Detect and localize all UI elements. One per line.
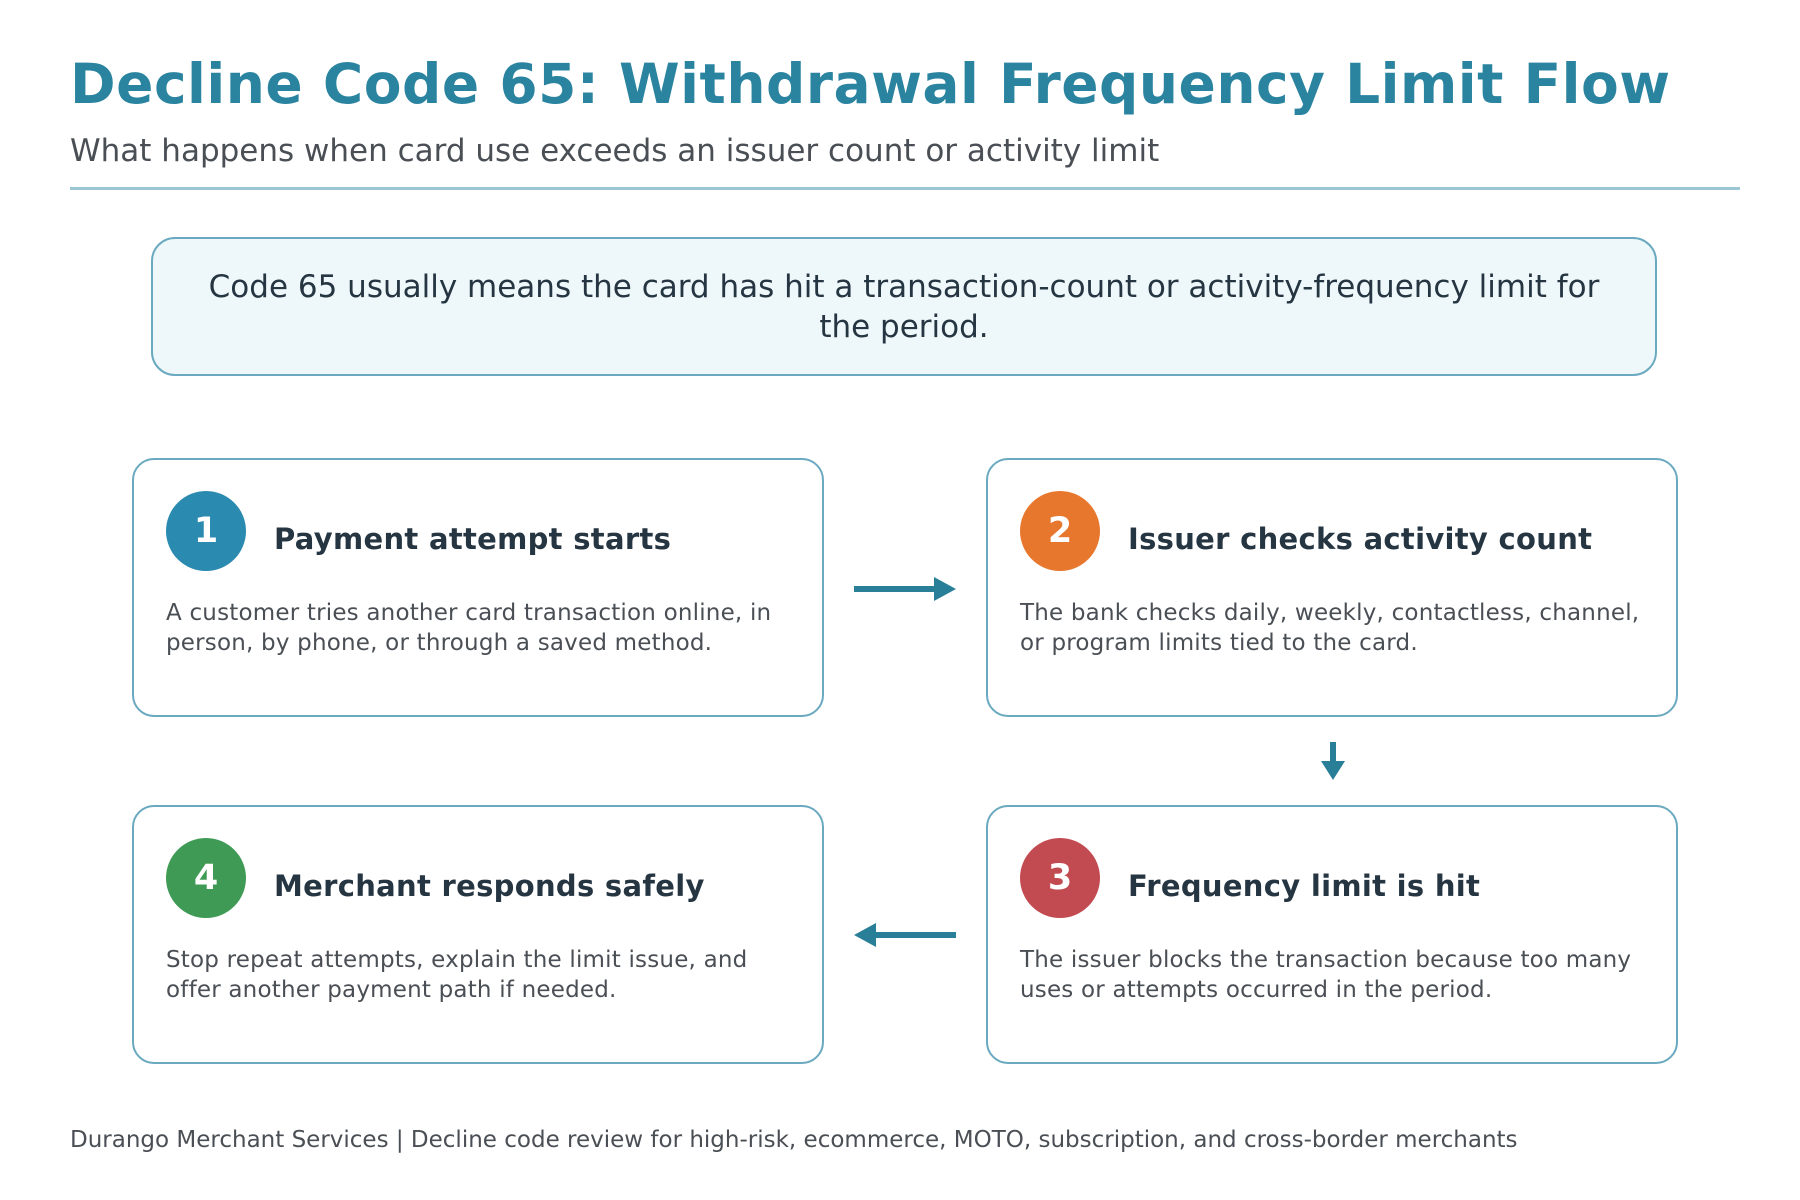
step-title: Frequency limit is hit — [1128, 869, 1481, 903]
page-subtitle: What happens when card use exceeds an is… — [70, 133, 1160, 169]
step-description: The issuer blocks the transaction becaus… — [1020, 947, 1632, 1003]
summary-callout: Code 65 usually means the card has hit a… — [151, 237, 1657, 376]
step-card-3: 3 Frequency limit is hit The issuer bloc… — [986, 805, 1678, 1064]
page-title: Decline Code 65: Withdrawal Frequency Li… — [70, 52, 1671, 116]
step-description: Stop repeat attempts, explain the limit … — [166, 947, 748, 1003]
arrow-right-icon — [854, 577, 956, 601]
step-card-2: 2 Issuer checks activity count The bank … — [986, 458, 1678, 717]
step-description: The bank checks daily, weekly, contactle… — [1020, 600, 1640, 656]
step-number-badge: 3 — [1020, 838, 1100, 918]
arrow-left-icon — [854, 923, 956, 947]
step-card-4: 4 Merchant responds safely Stop repeat a… — [132, 805, 824, 1064]
step-description: A customer tries another card transactio… — [166, 600, 772, 656]
step-number-badge: 4 — [166, 838, 246, 918]
step-title: Payment attempt starts — [274, 522, 672, 556]
step-title: Merchant responds safely — [274, 869, 705, 903]
step-number-badge: 1 — [166, 491, 246, 571]
arrow-down-icon — [1321, 742, 1345, 780]
title-divider — [70, 187, 1740, 190]
step-number-badge: 2 — [1020, 491, 1100, 571]
footer-text: Durango Merchant Services | Decline code… — [70, 1127, 1518, 1153]
step-card-1: 1 Payment attempt starts A customer trie… — [132, 458, 824, 717]
step-title: Issuer checks activity count — [1128, 522, 1593, 556]
